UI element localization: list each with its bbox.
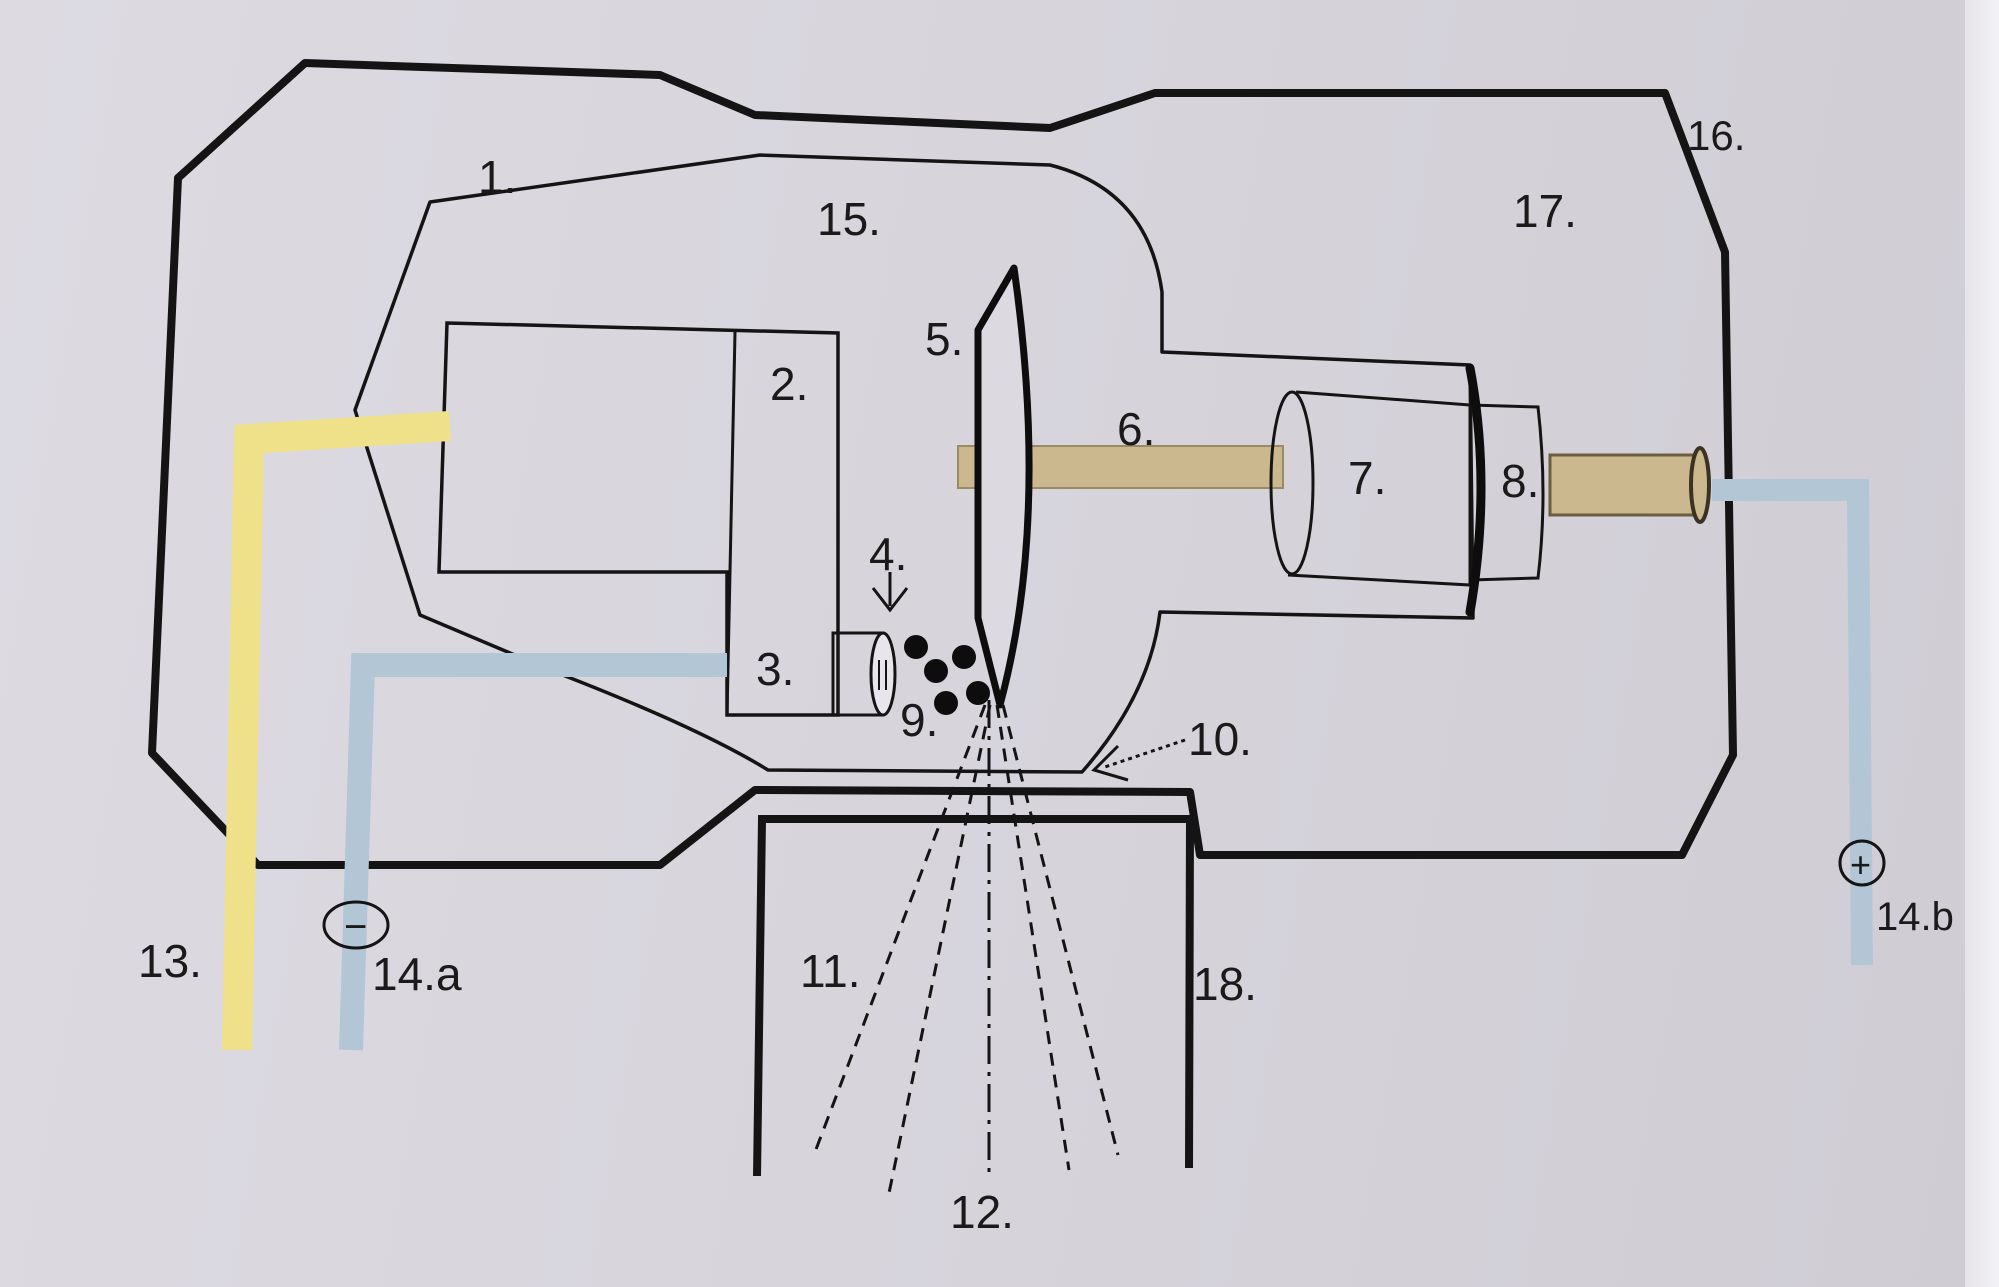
label-3: 3. bbox=[756, 643, 794, 695]
label-13: 13. bbox=[138, 935, 202, 987]
stator-coil bbox=[1465, 363, 1486, 617]
electrons bbox=[904, 635, 990, 715]
cathode-wire-blue bbox=[339, 653, 727, 1051]
rotor-front bbox=[1269, 390, 1315, 576]
arrow-4-head bbox=[871, 587, 909, 613]
label-18: 18. bbox=[1193, 958, 1257, 1010]
plus-sign: + bbox=[1850, 844, 1871, 885]
arrow-10-head bbox=[1091, 744, 1129, 782]
stator-bracket bbox=[1469, 403, 1545, 582]
label-12: 12. bbox=[950, 1186, 1014, 1238]
label-9: 9. bbox=[900, 694, 938, 746]
negative-terminal-symbol bbox=[322, 900, 390, 950]
collimator bbox=[753, 815, 1195, 1177]
label-10: 10. bbox=[1188, 713, 1252, 765]
glass-envelope bbox=[353, 153, 1475, 774]
label-4: 4. bbox=[869, 528, 907, 580]
label-11: 11. bbox=[800, 945, 861, 997]
minus-sign: − bbox=[344, 905, 367, 949]
label-7: 7. bbox=[1348, 452, 1386, 504]
filament-wire-yellow bbox=[222, 411, 451, 1051]
anode-stem bbox=[1548, 453, 1702, 517]
label-15: 15. bbox=[817, 193, 881, 245]
label-1: 1. bbox=[478, 151, 516, 203]
page-edge bbox=[1965, 0, 1999, 1287]
cathode-divider bbox=[725, 331, 737, 716]
label-6: 6. bbox=[1117, 403, 1155, 455]
label-2: 2. bbox=[770, 358, 808, 410]
label-16: 16. bbox=[1687, 112, 1745, 159]
label-5: 5. bbox=[925, 313, 963, 365]
outer-housing bbox=[148, 59, 1737, 869]
filament-cup-end bbox=[869, 631, 897, 717]
anode-wire-blue bbox=[1712, 479, 1873, 966]
arrow-10-line bbox=[1101, 738, 1186, 770]
positive-terminal-symbol bbox=[1838, 839, 1886, 887]
label-14b: 14.b bbox=[1876, 895, 1954, 939]
rotor-body bbox=[1287, 390, 1472, 587]
anode-disc bbox=[974, 264, 1033, 709]
xray-beam bbox=[813, 704, 1120, 1199]
label-8: 8. bbox=[1501, 455, 1539, 507]
anode-stem-flange bbox=[1689, 446, 1711, 524]
label-14a: 14.a bbox=[372, 948, 462, 1000]
label-17: 17. bbox=[1513, 185, 1577, 237]
